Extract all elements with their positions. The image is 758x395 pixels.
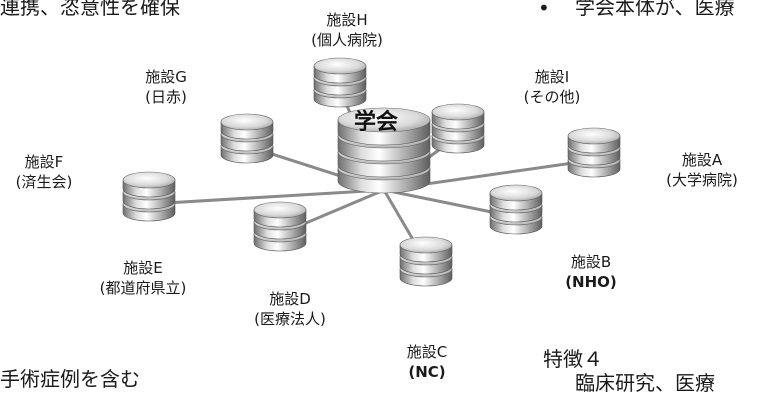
node-name: 施設C: [406, 343, 448, 361]
node-label-h: 施設H (個人病院): [291, 10, 403, 50]
node-name: 施設B: [570, 253, 612, 271]
node-label-c: 施設C (NC): [382, 342, 472, 382]
top-right-text: 学会本体が、医療: [575, 0, 735, 19]
node-type: (大学病院): [666, 171, 738, 189]
hub-database-icon: [337, 107, 431, 194]
feature-title: 特徴４: [543, 347, 603, 371]
node-name: 施設A: [681, 151, 723, 169]
node-name: 施設H: [326, 11, 368, 29]
database-icons: [122, 57, 621, 287]
database-icon-d: [253, 201, 307, 252]
node-label-e: 施設E (都道府県立): [78, 258, 208, 298]
node-name: 施設G: [145, 68, 187, 86]
node-label-i: 施設I (その他): [502, 67, 602, 107]
node-label-b: 施設B (NHO): [546, 252, 636, 292]
bullet-marker: •: [538, 0, 550, 20]
node-type: (その他): [523, 88, 581, 106]
node-type: (日赤): [145, 88, 187, 106]
database-icon-f: [122, 171, 176, 222]
database-icon-a: [567, 127, 621, 178]
node-name: 施設I: [534, 68, 570, 86]
database-icon-c: [399, 236, 453, 287]
database-icon-i: [431, 103, 485, 154]
node-type: (医療法人): [254, 310, 326, 328]
link-f: [148, 188, 385, 206]
node-type: (済生会): [15, 173, 73, 191]
node-label-a: 施設A (大学病院): [648, 150, 756, 190]
hub-label: 学会: [354, 110, 399, 135]
database-icon-h: [313, 57, 367, 108]
node-label-f: 施設F (済生会): [0, 152, 94, 192]
node-label-g: 施設G (日赤): [118, 67, 214, 107]
database-icon-b: [489, 184, 543, 235]
node-type: (NHO): [565, 273, 617, 291]
network-diagram: [122, 57, 621, 287]
node-name: 施設F: [24, 153, 64, 171]
top-left-text: 連携、恣意性を確保: [0, 0, 180, 19]
node-name: 施設E: [123, 259, 163, 277]
database-icon-g: [220, 113, 274, 164]
node-label-d: 施設D (医療法人): [234, 289, 346, 329]
node-type: (個人病院): [311, 31, 383, 49]
node-name: 施設D: [269, 290, 311, 308]
node-type: (NC): [408, 363, 446, 381]
node-type: (都道府県立): [99, 279, 187, 297]
